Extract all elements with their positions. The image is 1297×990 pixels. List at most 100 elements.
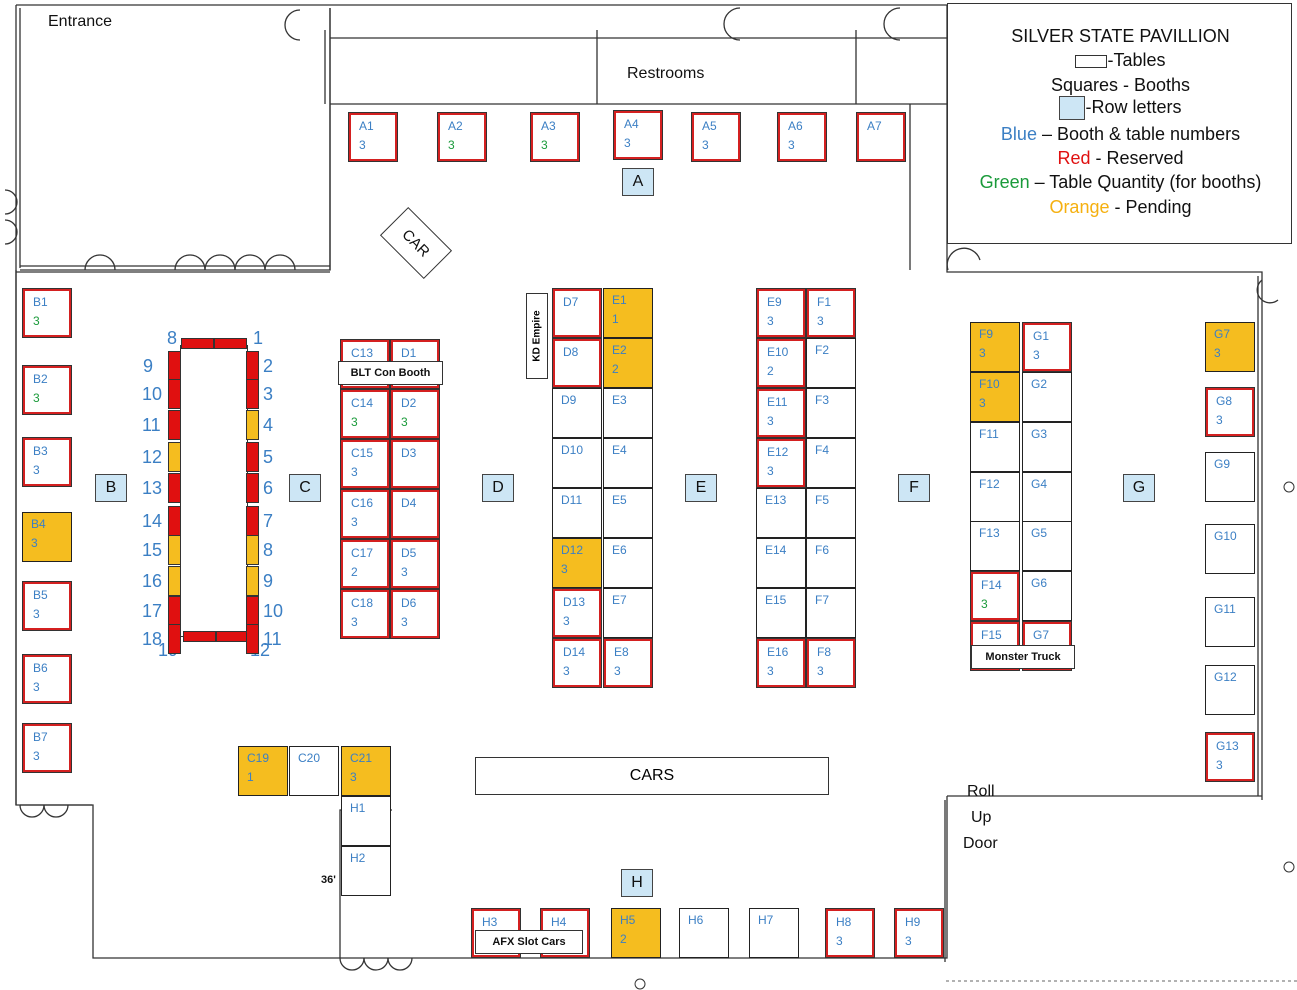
ring-table-right-4[interactable] bbox=[246, 410, 259, 440]
ring-table-right-11[interactable] bbox=[246, 624, 259, 654]
booth-g2[interactable]: G2 bbox=[1022, 372, 1072, 422]
ring-table-right-7[interactable] bbox=[246, 506, 259, 536]
booth-e7[interactable]: E7 bbox=[603, 588, 653, 638]
ring-table-right-6[interactable] bbox=[246, 473, 259, 503]
ring-table-right-10[interactable] bbox=[246, 596, 259, 626]
booth-e5[interactable]: E5 bbox=[603, 488, 653, 538]
booth-e4[interactable]: E4 bbox=[603, 438, 653, 488]
booth-g4[interactable]: G4 bbox=[1022, 472, 1072, 522]
booth-d4[interactable]: D4 bbox=[390, 489, 440, 539]
booth-c20[interactable]: C20 bbox=[289, 746, 339, 796]
ring-table-left-11[interactable] bbox=[168, 410, 181, 440]
booth-f3[interactable]: F3 bbox=[806, 388, 856, 438]
ring-table-bottom-19[interactable] bbox=[183, 631, 216, 642]
booth-d8[interactable]: D8 bbox=[552, 338, 602, 388]
booth-f6[interactable]: F6 bbox=[806, 538, 856, 588]
booth-h6[interactable]: H6 bbox=[679, 908, 729, 958]
ring-table-right-9[interactable] bbox=[246, 566, 259, 596]
booth-h2[interactable]: H2 bbox=[341, 846, 391, 896]
ring-table-right-3[interactable] bbox=[246, 379, 259, 409]
ring-table-bottom-12[interactable] bbox=[216, 631, 249, 642]
booth-g3[interactable]: G3 bbox=[1022, 422, 1072, 472]
booth-a7[interactable]: A7 bbox=[856, 112, 906, 162]
booth-d7[interactable]: D7 bbox=[552, 288, 602, 338]
booth-h7[interactable]: H7 bbox=[749, 908, 799, 958]
booth-f13[interactable]: F13 bbox=[970, 521, 1020, 571]
ring-table-top-1[interactable] bbox=[214, 338, 247, 349]
ring-table-left-16[interactable] bbox=[168, 566, 181, 596]
ring-table-left-17[interactable] bbox=[168, 596, 181, 626]
ring-table-left-12[interactable] bbox=[168, 442, 181, 472]
booth-g12[interactable]: G12 bbox=[1205, 665, 1255, 715]
booth-d3[interactable]: D3 bbox=[390, 439, 440, 489]
booth-f5[interactable]: F5 bbox=[806, 488, 856, 538]
booth-d11[interactable]: D11 bbox=[552, 488, 602, 538]
ring-table-left-9[interactable] bbox=[168, 351, 181, 381]
ring-table-left-18[interactable] bbox=[168, 624, 181, 654]
ring-table-top-8[interactable] bbox=[181, 338, 214, 349]
booth-e15[interactable]: E15 bbox=[756, 588, 806, 638]
booth-e13[interactable]: E13 bbox=[756, 488, 806, 538]
booth-g10[interactable]: G10 bbox=[1205, 524, 1255, 574]
booth-h1[interactable]: H1 bbox=[341, 796, 391, 846]
ring-table-right-8[interactable] bbox=[246, 535, 259, 565]
booth-d10[interactable]: D10 bbox=[552, 438, 602, 488]
ring-table-left-14[interactable] bbox=[168, 506, 181, 536]
ring-table-left-10[interactable] bbox=[168, 379, 181, 409]
booth-g9[interactable]: G9 bbox=[1205, 452, 1255, 502]
booth-f11[interactable]: F11 bbox=[970, 422, 1020, 472]
ring-table-right-5[interactable] bbox=[246, 442, 259, 472]
booth-g5[interactable]: G5 bbox=[1022, 521, 1072, 571]
booth-f7[interactable]: F7 bbox=[806, 588, 856, 638]
booth-g6[interactable]: G6 bbox=[1022, 571, 1072, 621]
booth-d9[interactable]: D9 bbox=[552, 388, 602, 438]
ring-table-left-13[interactable] bbox=[168, 473, 181, 503]
booth-f12[interactable]: F12 bbox=[970, 472, 1020, 522]
booth-g11[interactable]: G11 bbox=[1205, 597, 1255, 647]
booth-f4[interactable]: F4 bbox=[806, 438, 856, 488]
booth-e3[interactable]: E3 bbox=[603, 388, 653, 438]
